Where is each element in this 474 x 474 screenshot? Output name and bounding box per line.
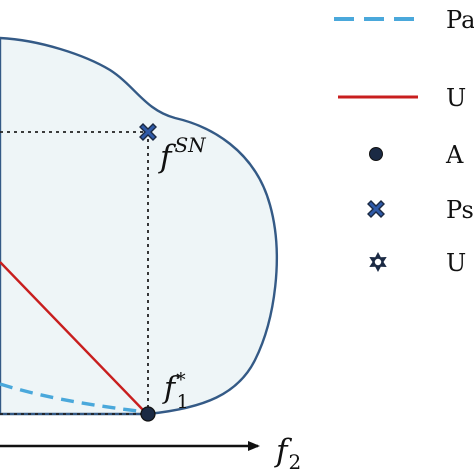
legend-item-anchor: A: [369, 141, 464, 169]
legend-item-utopia-point: U: [369, 249, 466, 277]
legend-label-pseudo-nadir: Ps: [446, 196, 474, 224]
legend-item-pseudo-nadir: Ps: [367, 196, 474, 224]
legend-label-pareto: Pa: [446, 6, 474, 34]
legend-item-pareto: Pa: [334, 6, 474, 34]
x-marker-icon: [367, 200, 385, 218]
legend-item-utopia-line: U: [338, 84, 466, 112]
utopia-line: [0, 261, 146, 413]
legend: Pa U A Ps U: [334, 6, 474, 277]
star-marker-icon: [369, 252, 387, 272]
anchor-point-marker-icon: [140, 406, 156, 422]
axis-label-f2: f2: [274, 433, 301, 474]
pseudo-nadir-x-marker-icon: [139, 123, 157, 141]
legend-label-anchor: A: [445, 141, 464, 169]
legend-label-utopia-line: U: [446, 84, 466, 112]
feasible-region: [0, 36, 278, 416]
pareto-front-curve: [0, 382, 139, 413]
circle-marker-icon: [369, 147, 383, 161]
legend-label-utopia-point: U: [446, 249, 466, 277]
